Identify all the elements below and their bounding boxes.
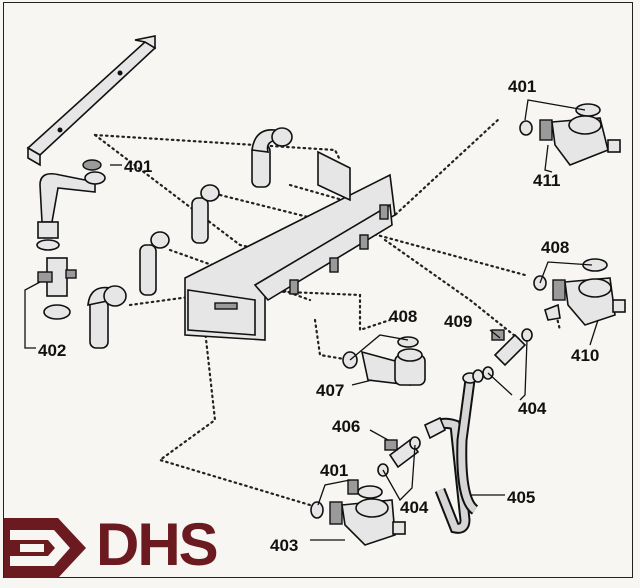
- valve-410: [533, 258, 626, 326]
- label-408: 408: [389, 307, 417, 326]
- label-407: 407: [316, 381, 344, 400]
- label-401: 401: [320, 461, 348, 480]
- label-410: 410: [571, 346, 599, 365]
- label-405: 405: [507, 488, 535, 507]
- valve-406: [377, 436, 421, 477]
- diagram-frame: [3, 2, 633, 578]
- label-408: 408: [541, 238, 569, 257]
- valve-403: [310, 479, 406, 546]
- elbow-407: [342, 336, 426, 386]
- part-labels: 401 401 411 402 408 410 408 409 407 404 …: [38, 77, 599, 555]
- mounting-bracket: [26, 35, 157, 167]
- label-403: 403: [270, 536, 298, 555]
- label-411: 411: [533, 171, 560, 190]
- flex-hose-405: [423, 366, 494, 534]
- label-409: 409: [444, 312, 472, 331]
- left-pipe-assembly: [36, 159, 106, 320]
- label-402: 402: [38, 341, 66, 360]
- manifold-rail: [184, 150, 396, 341]
- label-406: 406: [332, 417, 360, 436]
- label-404: 404: [400, 498, 429, 517]
- label-401: 401: [508, 77, 536, 96]
- dhs-arrow-icon: [4, 518, 86, 578]
- label-401: 401: [124, 157, 152, 176]
- leader-lines: [24, 99, 599, 541]
- label-404: 404: [518, 399, 547, 418]
- dhs-logo-text: DHS: [96, 511, 219, 578]
- valve-411: [519, 103, 621, 166]
- dhs-logo: DHS: [0, 508, 245, 588]
- valve-409: [491, 328, 533, 367]
- elbow-pipes: [87, 127, 293, 349]
